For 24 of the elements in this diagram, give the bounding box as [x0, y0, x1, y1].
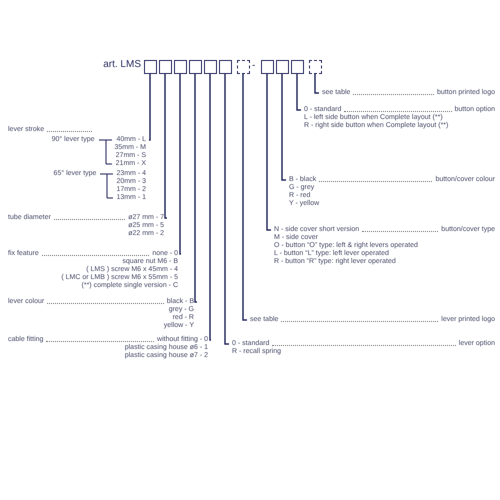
code-box	[174, 60, 186, 74]
leader-line	[296, 74, 301, 111]
code-box	[276, 60, 288, 74]
code-box	[308, 60, 322, 74]
code-box	[188, 60, 202, 74]
leader-line	[164, 74, 167, 219]
leader-line	[148, 74, 151, 141]
code-box	[260, 60, 274, 74]
separator-dash: -	[252, 60, 256, 71]
leader-line	[194, 74, 198, 303]
leader-line	[209, 74, 212, 341]
code-box	[236, 60, 250, 74]
leader-line	[266, 74, 271, 231]
code-box	[144, 60, 156, 74]
code-box	[218, 60, 232, 74]
code-box	[204, 60, 216, 74]
leader-line	[242, 74, 247, 321]
leader-line	[224, 74, 229, 345]
leader-line	[281, 74, 286, 181]
leader-line	[179, 74, 182, 255]
code-box	[290, 60, 304, 74]
code-box	[158, 60, 172, 74]
leader-line	[314, 74, 319, 94]
article-code: art. LMS	[103, 59, 141, 70]
